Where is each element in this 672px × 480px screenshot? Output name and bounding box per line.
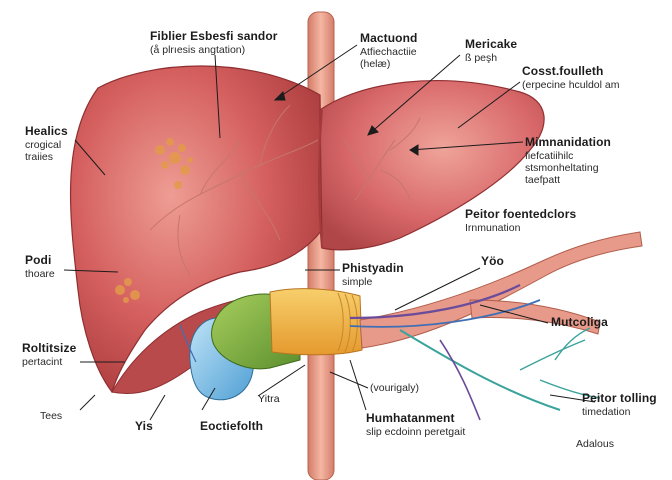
label-top-mid-title: Mactuond bbox=[360, 31, 418, 45]
liver-left-lobe bbox=[319, 80, 545, 251]
label-top-left-sub: (å plrıesis angtation) bbox=[150, 43, 246, 56]
label-left-1-title: Healics bbox=[25, 124, 68, 138]
label-left-3-title: Roltitsize bbox=[22, 341, 77, 355]
purple-branch bbox=[439, 339, 481, 421]
label-right-1: Cosst.foulleth (erpecine hculdol am bbox=[522, 64, 620, 91]
label-top-mid-sub1: Atfiechactiie bbox=[360, 45, 417, 58]
label-right-3-title: Peitor foentedclors bbox=[465, 207, 577, 221]
label-right-5: Mutcoliga bbox=[551, 315, 608, 330]
label-right-6-title: Peitor tolling bbox=[582, 391, 657, 405]
label-right-5-title: Mutcoliga bbox=[551, 315, 608, 329]
label-left-3-sub: pertacint bbox=[22, 355, 63, 368]
label-top-mid-sub2: (helæ) bbox=[360, 57, 391, 70]
label-bot-4: Humhatanment slip ecdoinn peretgait bbox=[366, 411, 466, 438]
label-top-right-title: Mericake bbox=[465, 37, 518, 51]
label-mid-2: (vourigaly) bbox=[370, 382, 419, 394]
lobe-groove bbox=[318, 109, 323, 249]
label-left-2: Podi thoare bbox=[25, 253, 55, 280]
hepatic-artery-branch bbox=[469, 299, 601, 335]
label-right-3: Peitor foentedclors Irnmunation bbox=[465, 207, 577, 234]
label-left-1-sub1: crogical bbox=[25, 138, 62, 151]
label-bot-4-title: Humhatanment bbox=[366, 411, 455, 425]
label-left-3: Roltitsize pertacint bbox=[22, 341, 77, 368]
label-right-1-title: Cosst.foulleth bbox=[522, 64, 604, 78]
label-right-6: Peitor tolling timedation bbox=[582, 391, 657, 418]
label-top-right-sub: ß peşh bbox=[465, 51, 498, 64]
label-bot-2-title: Eoctiefolth bbox=[200, 419, 264, 433]
label-left-1-sub2: traiies bbox=[25, 150, 54, 163]
label-mid-1-title: Phistyadin bbox=[342, 261, 404, 275]
liver-right-lobe bbox=[69, 65, 323, 394]
label-mid-2-title: (vourigaly) bbox=[370, 382, 420, 394]
label-left-1: Healics crogical traiies bbox=[25, 124, 68, 163]
label-right-4-title: Yöo bbox=[481, 254, 504, 268]
liver-surface-vessels bbox=[149, 104, 421, 276]
leader-lines bbox=[63, 44, 596, 421]
label-top-mid: Mactuond Atfiechactiie (helæ) bbox=[360, 31, 418, 70]
teal-branches bbox=[519, 327, 601, 399]
blue-vessel bbox=[349, 299, 541, 328]
label-top-left-title: Fiblier Esbesfi sandor bbox=[150, 29, 278, 43]
teal-vessel bbox=[399, 329, 561, 411]
label-bot-1: Yis bbox=[135, 419, 153, 434]
label-left-2-sub: thoare bbox=[25, 267, 55, 280]
label-right-6-sub: timedation bbox=[582, 405, 631, 418]
label-bot-1-title: Yis bbox=[135, 419, 153, 433]
lesion-patch-upper bbox=[155, 138, 193, 189]
label-right-2-sub2: stsmonheltating bbox=[525, 161, 599, 174]
label-right-2-sub1: fiefcatiihilc bbox=[525, 149, 574, 162]
label-mid-1-sub: simple bbox=[342, 275, 373, 288]
label-right-1-sub: (erpecine hculdol am bbox=[522, 78, 620, 91]
label-bot-3-title: Yitra bbox=[258, 393, 280, 405]
lesion-patch-lower bbox=[115, 278, 140, 303]
label-top-right: Mericake ß peşh bbox=[465, 37, 518, 64]
label-bot-right: Adalous bbox=[576, 438, 614, 450]
label-mid-1: Phistyadin simple bbox=[342, 261, 404, 288]
label-right-3-sub: Irnmunation bbox=[465, 221, 521, 234]
label-right-2-title: Mimnanidation bbox=[525, 135, 611, 149]
label-right-2: Mimnanidation fiefcatiihilc stsmonheltat… bbox=[525, 135, 611, 186]
label-right-4: Yöo bbox=[481, 254, 504, 269]
label-bot-3: Yitra bbox=[258, 393, 280, 405]
label-top-left: Fiblier Esbesfi sandor (å plrıesis angta… bbox=[150, 29, 278, 56]
label-left-2-title: Podi bbox=[25, 253, 52, 267]
orange-duct-rings bbox=[337, 292, 358, 353]
label-bot-2: Eoctiefolth bbox=[200, 419, 264, 434]
label-right-2-sub3: taefpatt bbox=[525, 173, 561, 186]
label-left-4: Tees bbox=[40, 410, 62, 422]
label-bot-4-sub: slip ecdoinn peretgait bbox=[366, 425, 466, 438]
orange-duct bbox=[269, 288, 363, 356]
blue-small-branch bbox=[179, 324, 197, 363]
purple-vessel bbox=[349, 284, 521, 320]
label-left-4-title: Tees bbox=[40, 410, 63, 422]
hepatic-artery-trunk bbox=[359, 231, 643, 349]
label-bot-right-title: Adalous bbox=[576, 438, 614, 450]
